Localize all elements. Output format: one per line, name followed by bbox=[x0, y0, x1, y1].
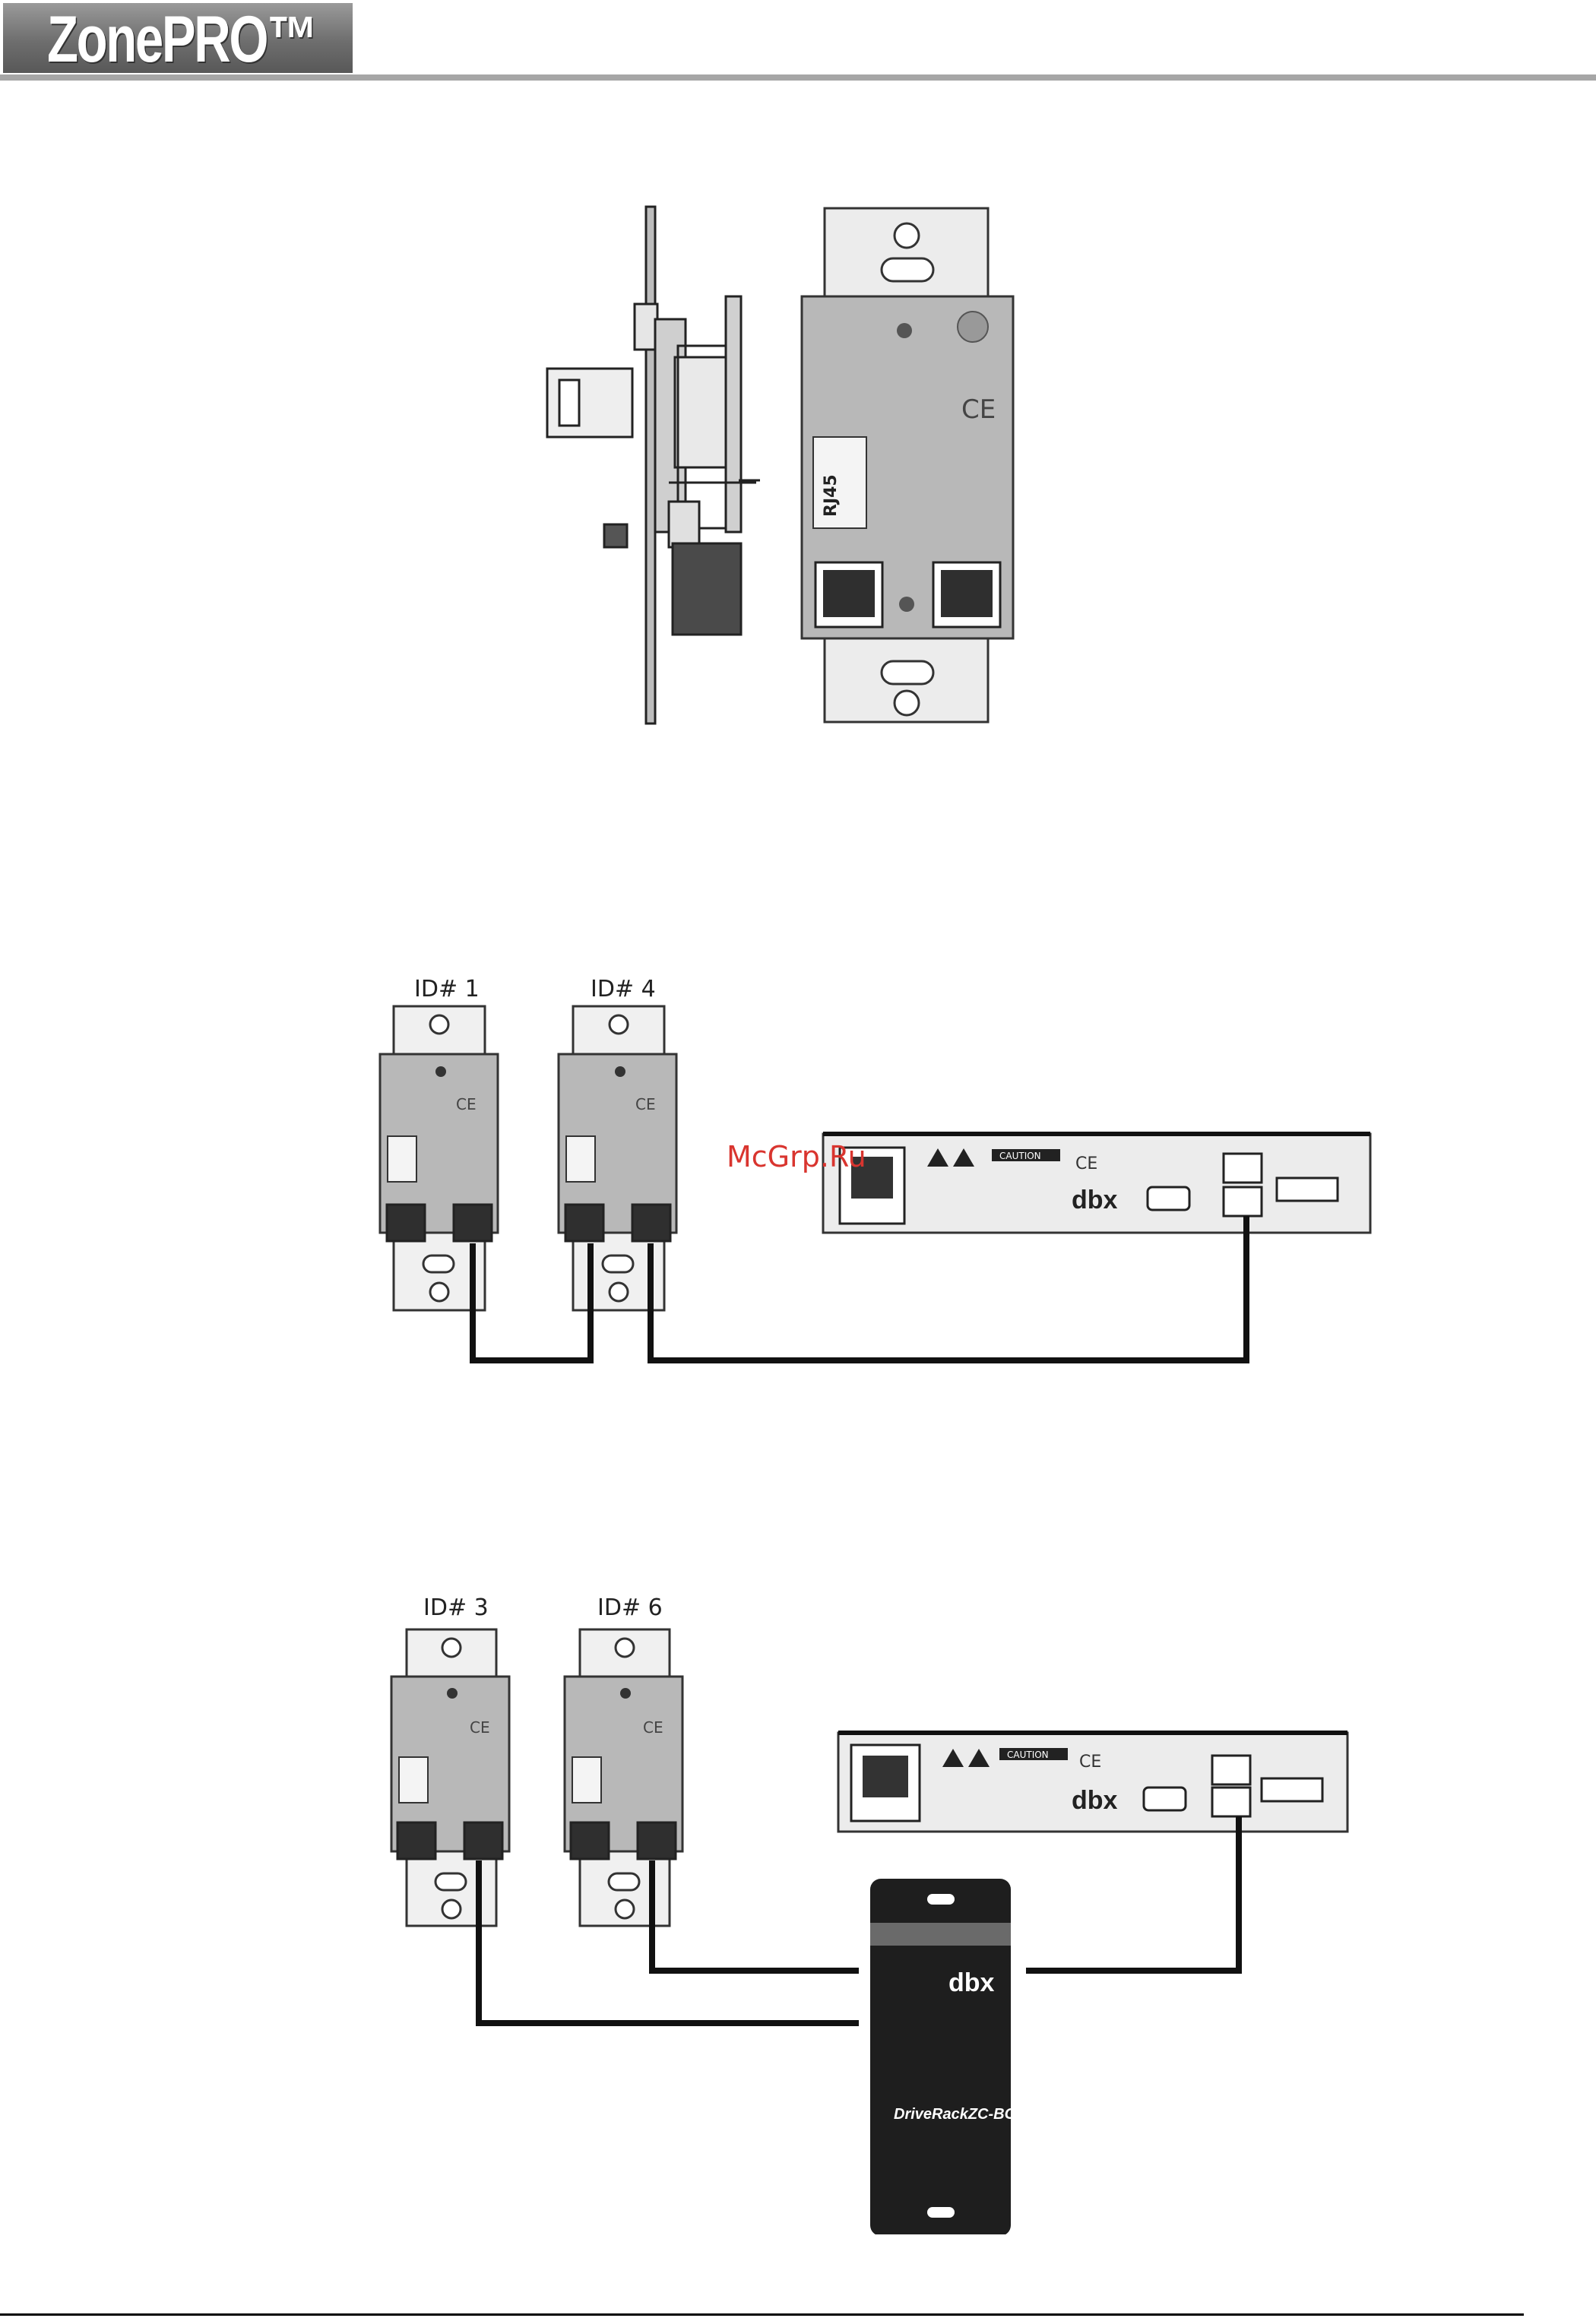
footer-rule bbox=[0, 2313, 1524, 2316]
connection-diagram-bob: CE CE CAUTION CE dbx bbox=[0, 1611, 1596, 2234]
caution-label: CAUTION bbox=[999, 1151, 1041, 1161]
bob-model-label: DriveRackZC-BOB bbox=[894, 2106, 1028, 2123]
caution-label-2: CAUTION bbox=[1007, 1750, 1049, 1760]
wall-panel-figure: CE RJ45 bbox=[0, 198, 1596, 745]
drive-rack-zc-bob bbox=[870, 1879, 1011, 2234]
zonepro-logo: ZonePRO™ bbox=[3, 3, 353, 73]
id-label-3: ID# 3 bbox=[423, 1594, 489, 1621]
zonepro-rear-panel: CAUTION CE dbx bbox=[823, 1134, 1370, 1233]
svg-text:CE: CE bbox=[1079, 1753, 1101, 1772]
zonepro-rear-panel-2: CAUTION CE dbx bbox=[838, 1733, 1347, 1832]
wall-panel-front-view: CE RJ45 bbox=[802, 208, 1013, 722]
bob-dbx-logo: dbx bbox=[948, 1968, 994, 1998]
svg-text:CE: CE bbox=[456, 1095, 477, 1113]
svg-text:CE: CE bbox=[643, 1718, 663, 1737]
id-label-1: ID# 1 bbox=[414, 976, 480, 1002]
header-rule bbox=[0, 74, 1596, 81]
wall-panel-id4: CE bbox=[559, 1006, 676, 1310]
watermark: McGrp.Ru bbox=[727, 1140, 866, 1173]
logo-text: ZonePRO™ bbox=[47, 5, 316, 74]
dbx-logo-2: dbx bbox=[1072, 1786, 1118, 1815]
svg-text:CE: CE bbox=[470, 1718, 490, 1737]
svg-text:CE: CE bbox=[635, 1095, 656, 1113]
dbx-logo: dbx bbox=[1072, 1186, 1118, 1214]
wall-panel-id1: CE bbox=[380, 1006, 498, 1310]
svg-text:CE: CE bbox=[961, 394, 996, 425]
wall-panel-id6: CE bbox=[565, 1629, 682, 1926]
rj45-label: RJ45 bbox=[822, 474, 841, 517]
svg-text:CE: CE bbox=[1075, 1154, 1097, 1173]
id-label-6: ID# 6 bbox=[597, 1594, 663, 1621]
wall-panel-id3: CE bbox=[391, 1629, 509, 1926]
connection-diagram-direct: CE CE CAUTION CE dbx bbox=[0, 988, 1596, 1383]
id-label-4: ID# 4 bbox=[591, 976, 656, 1002]
wall-panel-side-view bbox=[547, 207, 760, 724]
